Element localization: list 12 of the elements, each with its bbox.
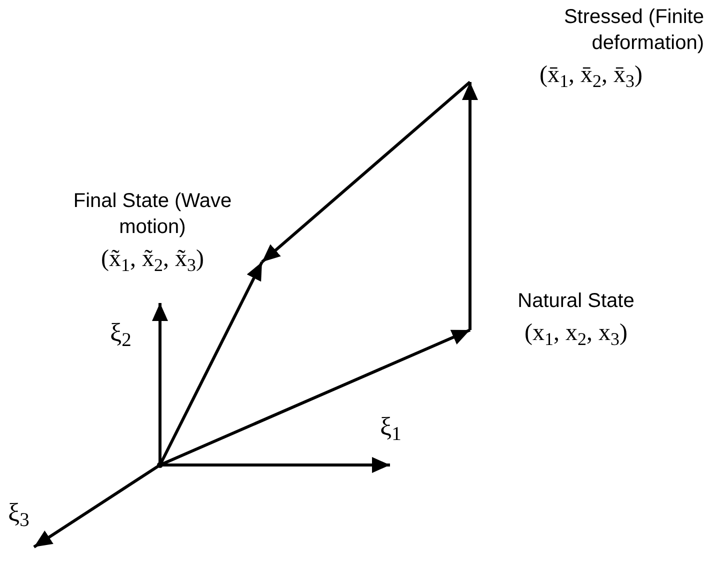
axis-label: ξ$_{2}$ <box>110 318 132 347</box>
arrow <box>462 82 478 330</box>
arrow <box>158 261 264 466</box>
axis-label: ξ$_{1}$ <box>380 412 402 441</box>
coordinate-label: (x̄$_{1}$, x̄$_{2}$, x̄$_{3}$) <box>540 61 642 90</box>
arrow <box>261 80 471 264</box>
coordinate-label: (x$_{1}$, x$_{2}$, x$_{3}$) <box>524 319 628 348</box>
coordinate-label: (x̃$_{1}$, x̃$_{2}$, x̃$_{3}$) <box>101 245 204 274</box>
state-label: Stressed (Finite deformation) <box>562 5 704 56</box>
state-label: Final State (Wave motion) <box>72 189 233 240</box>
state-label: Natural State <box>518 289 634 314</box>
axis-label: ξ$_{3}$ <box>8 498 30 527</box>
